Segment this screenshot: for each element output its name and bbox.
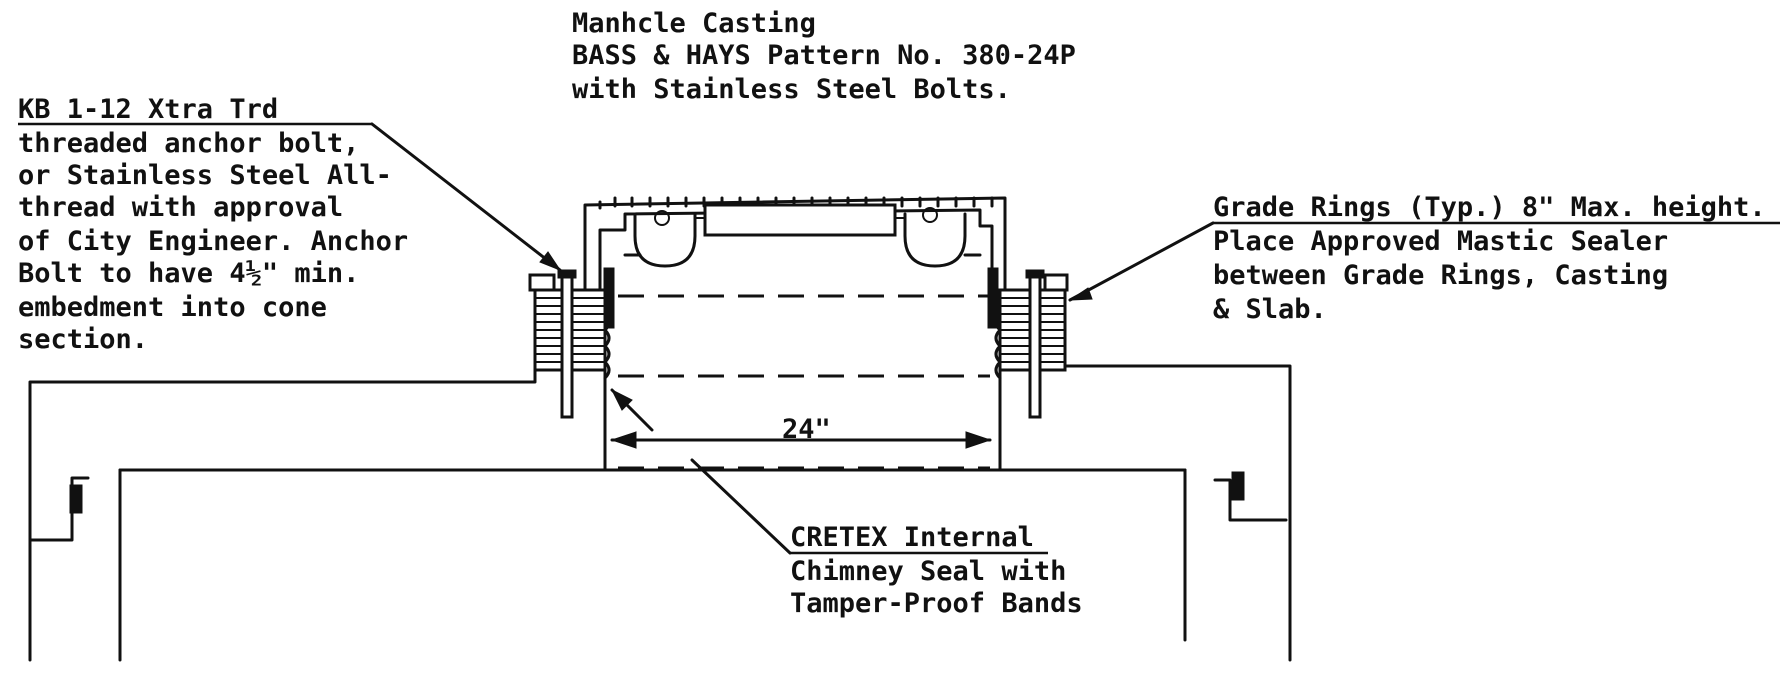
seal-line-2: Chimney Seal with [790, 556, 1066, 587]
anchor-bolt-right [1025, 269, 1045, 419]
casting-line-1: Manhcle Casting [572, 8, 816, 39]
cone-section-right [1213, 471, 1288, 522]
anchor-bolt-left [557, 269, 577, 419]
anchor-line-7: embedment into cone [18, 292, 327, 323]
anchor-line-3: or Stainless Steel All- [18, 160, 392, 191]
seal-line-3: Tamper-Proof Bands [790, 588, 1083, 619]
anchor-line-5: of City Engineer. Anchor [18, 226, 408, 257]
callout-grade-rings: Grade Rings (Typ.) 8" Max. height. Place… [1213, 192, 1766, 325]
dimension-label: 24" [782, 414, 831, 445]
seal-line-1: CRETEX Internal [790, 522, 1034, 553]
anchor-line-2: threaded anchor bolt, [18, 128, 359, 159]
bolt-bracket-left [528, 273, 556, 292]
cone-section-left [28, 476, 90, 542]
casting-line-3: with Stainless Steel Bolts. [572, 74, 1011, 105]
pavement-slab [28, 364, 1292, 662]
anchor-line-1: KB 1-12 Xtra Trd [18, 94, 278, 125]
grade-line-3: between Grade Rings, Casting [1213, 260, 1668, 291]
bolt-bracket-right [1043, 273, 1069, 292]
manhole-casting [583, 196, 1007, 329]
anchor-line-6: Bolt to have 4½" min. [18, 258, 359, 289]
grade-line-1: Grade Rings (Typ.) 8" Max. height. [1213, 192, 1766, 223]
callout-chimney-seal: CRETEX Internal Chimney Seal with Tamper… [790, 522, 1083, 619]
callout-casting: Manhcle Casting BASS & HAYS Pattern No. … [572, 8, 1076, 105]
casting-line-2: BASS & HAYS Pattern No. 380-24P [572, 40, 1076, 71]
anchor-line-8: section. [18, 324, 148, 355]
dimension-24: 24" [610, 414, 992, 449]
grade-line-4: & Slab. [1213, 294, 1327, 325]
callout-anchor-bolt: KB 1-12 Xtra Trd threaded anchor bolt, o… [18, 94, 408, 355]
chimney-seal-dashes [618, 294, 990, 470]
anchor-line-4: thread with approval [18, 192, 343, 223]
grade-line-2: Place Approved Mastic Sealer [1213, 226, 1668, 257]
mastic-sealer [603, 296, 1002, 380]
leader-lines [18, 122, 1780, 555]
